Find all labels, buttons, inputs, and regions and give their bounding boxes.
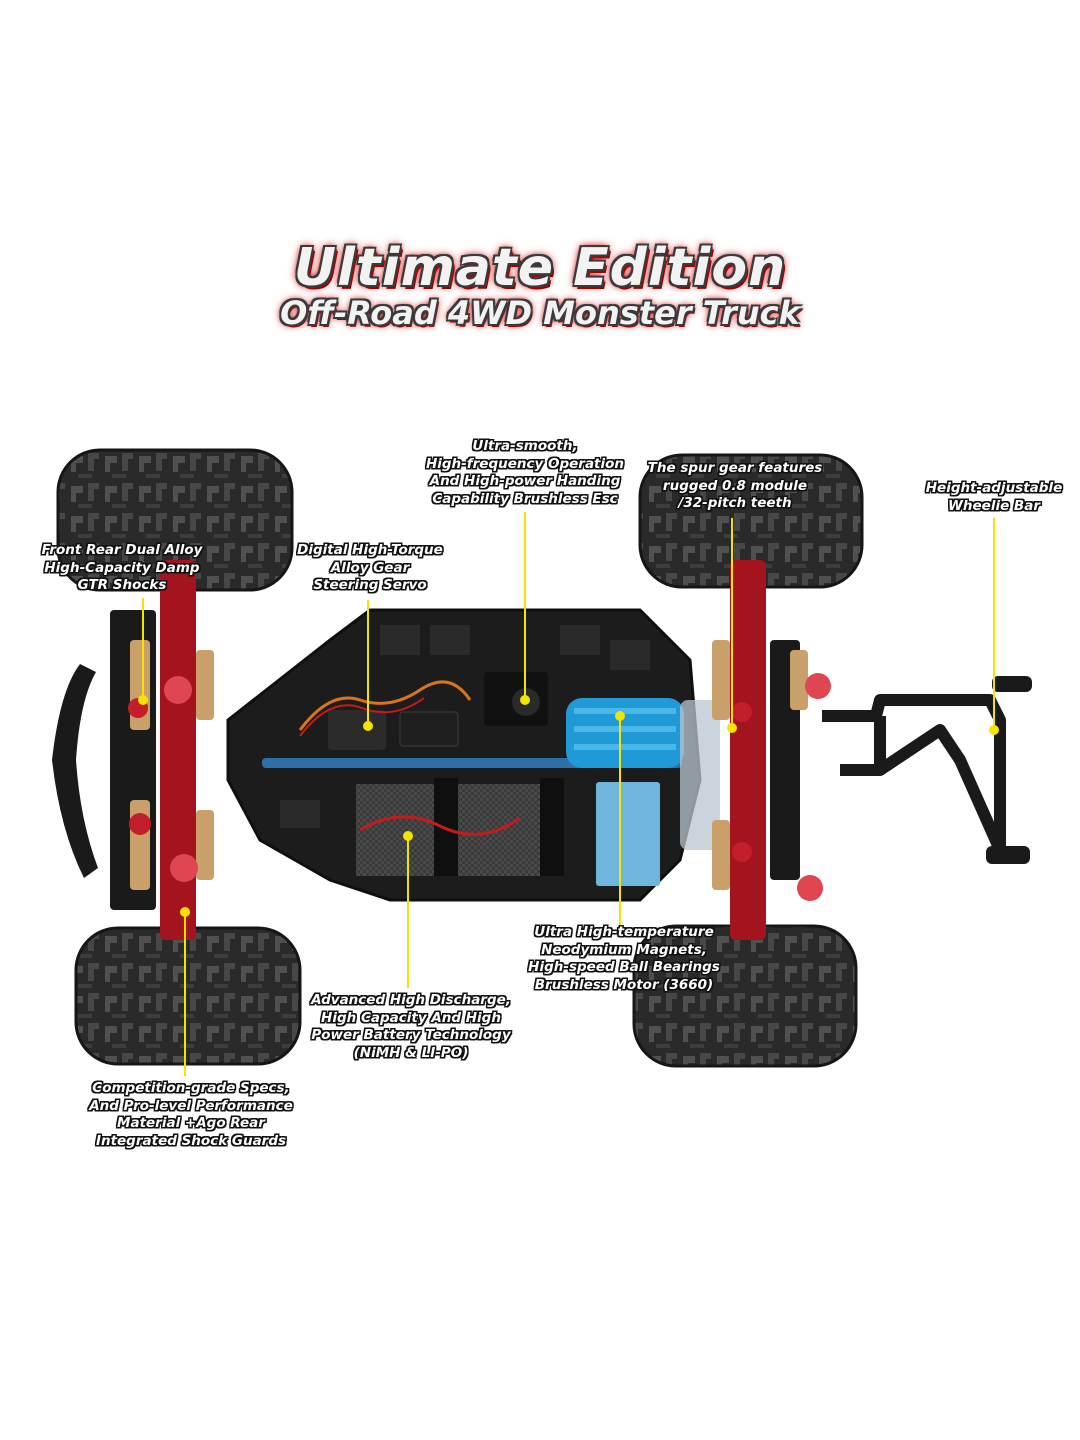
callout-spur-gear-line: The spur gear features: [647, 460, 823, 476]
wheelie-bar-wheel-top: [992, 676, 1032, 692]
callout-shocks: Front Rear Dual Alloy High-Capacity Damp…: [34, 542, 210, 595]
callout-wheelie-bar-line: Height-adjustable: [925, 480, 1063, 496]
callout-battery: Advanced High Discharge, High Capacity A…: [306, 992, 516, 1062]
callout-servo: Digital High-Torque Alloy Gear Steering …: [292, 542, 448, 595]
tire-rear-left: [74, 926, 302, 1066]
callout-battery-line: Power Battery Technology: [311, 1027, 511, 1043]
title-subtitle: Off-Road 4WD Monster Truck: [280, 294, 800, 332]
callout-motor-line: High-speed Ball Bearings: [528, 959, 720, 975]
callout-shock-guards: Competition-grade Specs, And Pro-level P…: [82, 1080, 300, 1150]
servo-wires: [298, 680, 472, 731]
battery-strap-1: [434, 778, 458, 876]
brushless-motor: [566, 698, 684, 768]
callout-wheelie-bar: Height-adjustable Wheelie Bar: [914, 480, 1074, 515]
callout-shock-guards-line: And Pro-level Performance: [89, 1097, 293, 1114]
title-main: Ultimate Edition: [293, 238, 787, 298]
leader-lines: [142, 512, 995, 1076]
battery-strap-2: [540, 778, 564, 876]
leader-dots: [138, 695, 999, 917]
callout-wheelie-bar-line: Wheelie Bar: [948, 497, 1040, 514]
callout-spur-gear: The spur gear features rugged 0.8 module…: [640, 460, 830, 513]
callout-battery-line: High Capacity And High: [321, 1009, 501, 1026]
callout-motor-line: Ultra High-temperature: [534, 924, 714, 940]
callout-shocks-line: High-Capacity Damp: [44, 559, 200, 576]
receiver: [399, 711, 459, 747]
gear-cover: [680, 700, 720, 850]
callout-spur-gear-line: rugged 0.8 module: [662, 477, 808, 494]
callout-esc-line: And High-power Handing: [429, 473, 621, 489]
chassis-plate: [226, 608, 702, 902]
callout-motor-line: Neodymium Magnets,: [541, 941, 707, 958]
callout-esc-line: High-frequency Operation: [425, 455, 625, 472]
callout-esc: Ultra-smooth, High-frequency Operation A…: [420, 438, 630, 508]
wheelie-bar-wheel-bottom: [986, 846, 1030, 864]
callout-shocks-line: Front Rear Dual Alloy: [41, 542, 203, 558]
callout-servo-line: Digital High-Torque: [297, 542, 443, 558]
callout-battery-line: (NiMH & LI-PO): [353, 1044, 469, 1061]
callout-motor: Ultra High-temperature Neodymium Magnets…: [520, 924, 728, 994]
callout-servo-line: Steering Servo: [313, 577, 427, 593]
callout-motor-line: Brushless Motor (3660): [534, 976, 714, 993]
left-suspension: [110, 560, 214, 940]
front-bumper: [52, 664, 98, 878]
callout-battery-line: Advanced High Discharge,: [311, 992, 511, 1008]
right-suspension: [712, 560, 831, 940]
callout-shock-guards-line: Integrated Shock Guards: [95, 1132, 287, 1149]
callout-spur-gear-line: /32-pitch teeth: [678, 495, 792, 511]
callout-shock-guards-line: Competition-grade Specs,: [92, 1080, 290, 1096]
callout-shocks-line: GTR Shocks: [77, 577, 167, 593]
steering-servo: [328, 710, 386, 750]
callout-esc-line: Capability Brushless Esc: [432, 490, 618, 507]
callout-shock-guards-line: Material +Ago Rear: [117, 1115, 265, 1131]
wheelie-bar: [822, 694, 1006, 853]
callout-servo-line: Alloy Gear: [330, 559, 410, 576]
callout-esc-line: Ultra-smooth,: [472, 438, 578, 454]
battery-pack: [596, 782, 660, 886]
